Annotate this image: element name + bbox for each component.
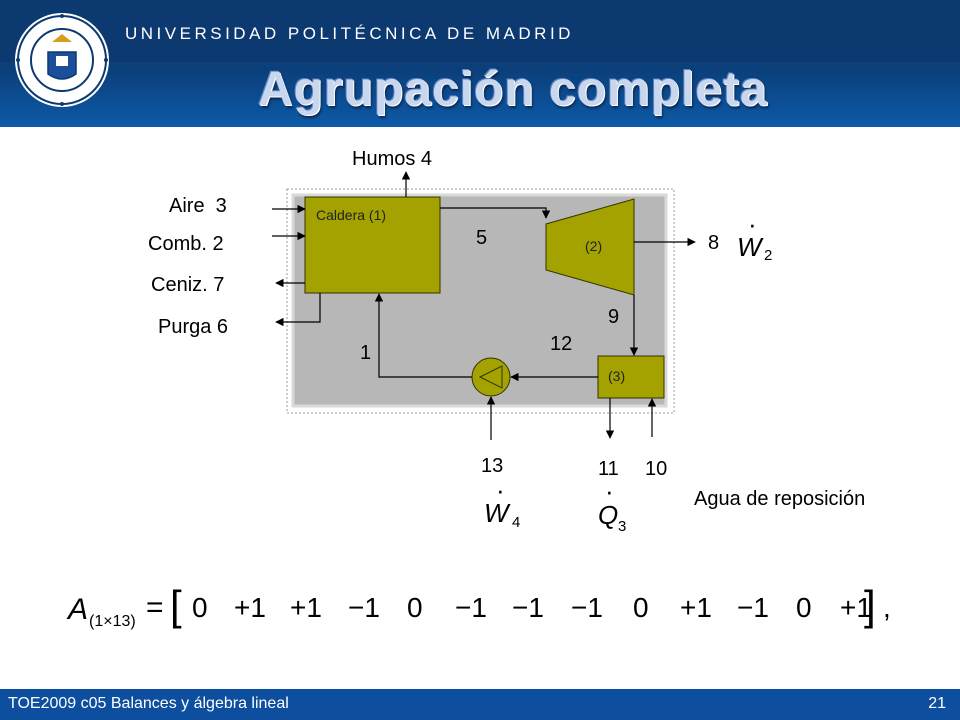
stream-5-arrow	[440, 207, 551, 219]
label-stream-5: 5	[476, 227, 487, 249]
pump-circle	[471, 357, 511, 397]
boiler-label: Caldera (1)	[316, 207, 386, 223]
label-ceniz: Ceniz. 7	[151, 274, 224, 296]
w4-symbol: W	[484, 498, 511, 528]
equation-lhs-letter: A	[66, 593, 88, 626]
w4-subscript: 4	[512, 514, 520, 531]
label-stream-1: 1	[360, 342, 371, 364]
equation-value: +1	[840, 592, 872, 623]
condenser-box	[597, 355, 665, 399]
footer-page-number: 21	[928, 695, 946, 712]
label-stream-11: 11	[598, 458, 619, 480]
boiler-box	[304, 196, 441, 294]
equation-right-bracket: ]	[864, 582, 876, 629]
label-stream-8: 8	[708, 232, 719, 254]
equation-lhs-subscript: (1×13)	[89, 613, 136, 630]
university-seal-icon	[15, 13, 109, 107]
label-stream-9: 9	[608, 306, 619, 328]
stream-6-arrow	[275, 293, 321, 327]
label-purga: Purga 6	[158, 316, 228, 338]
header-top-band	[0, 0, 960, 62]
equation-value: +1	[290, 592, 322, 623]
w2-symbol: W	[737, 232, 764, 262]
label-agua-reposicion: Agua de reposición	[694, 488, 865, 510]
equation-value: +1	[680, 592, 712, 623]
equation-value: +1	[234, 592, 266, 623]
equation-left-bracket: [	[170, 582, 182, 629]
q3-subscript: 3	[618, 518, 626, 535]
header-bar: UNIVERSIDAD POLITÉCNICA DE MADRID Agrupa…	[0, 0, 960, 127]
incidence-equation: A (1×13) = [ 0 +1 +1 −1 0 −1 −1 −1 0 +1 −1 0 +1 ] ,	[66, 582, 891, 630]
stream-1-arrow	[374, 293, 472, 378]
equation-equals: =	[146, 591, 164, 624]
label-aire: Aire 3	[169, 195, 227, 217]
equation-value: −1	[737, 592, 769, 623]
footer-bar: TOE2009 c05 Balances y álgebra lineal 21	[0, 689, 960, 720]
w2-subscript: 2	[764, 247, 772, 264]
q3-symbol: Q	[598, 500, 618, 530]
w2-dot: ·	[748, 209, 757, 239]
condenser-label: (3)	[608, 368, 625, 384]
equation-value: −1	[348, 592, 380, 623]
equation-value: 0	[633, 592, 649, 623]
label-stream-10: 10	[645, 458, 667, 480]
label-stream-12: 12	[550, 333, 572, 355]
equation-value: −1	[571, 592, 603, 623]
equation-trailing-comma: ,	[883, 592, 891, 623]
w4-dot: ·	[496, 475, 505, 505]
equation-value: 0	[796, 592, 812, 623]
equation-value: −1	[455, 592, 487, 623]
equation-value: 0	[407, 592, 423, 623]
turbine-label: (2)	[585, 238, 602, 254]
equation-value: 0	[192, 592, 208, 623]
control-volume-border	[286, 188, 675, 414]
equation-values: 0 +1 +1 −1 0 −1 −1 −1 0 +1 −1 0 +1	[192, 592, 872, 623]
label-comb: Comb. 2	[148, 233, 224, 255]
university-name: UNIVERSIDAD POLITÉCNICA DE MADRID	[125, 24, 574, 43]
label-stream-13: 13	[481, 455, 503, 477]
q3-dot: ·	[605, 476, 614, 506]
slide-title: Agrupación completa	[258, 63, 768, 116]
footer-course-title: TOE2009 c05 Balances y álgebra lineal	[8, 695, 289, 712]
equation-value: −1	[512, 592, 544, 623]
label-humos: Humos 4	[352, 148, 432, 170]
pump-triangle	[478, 365, 503, 389]
